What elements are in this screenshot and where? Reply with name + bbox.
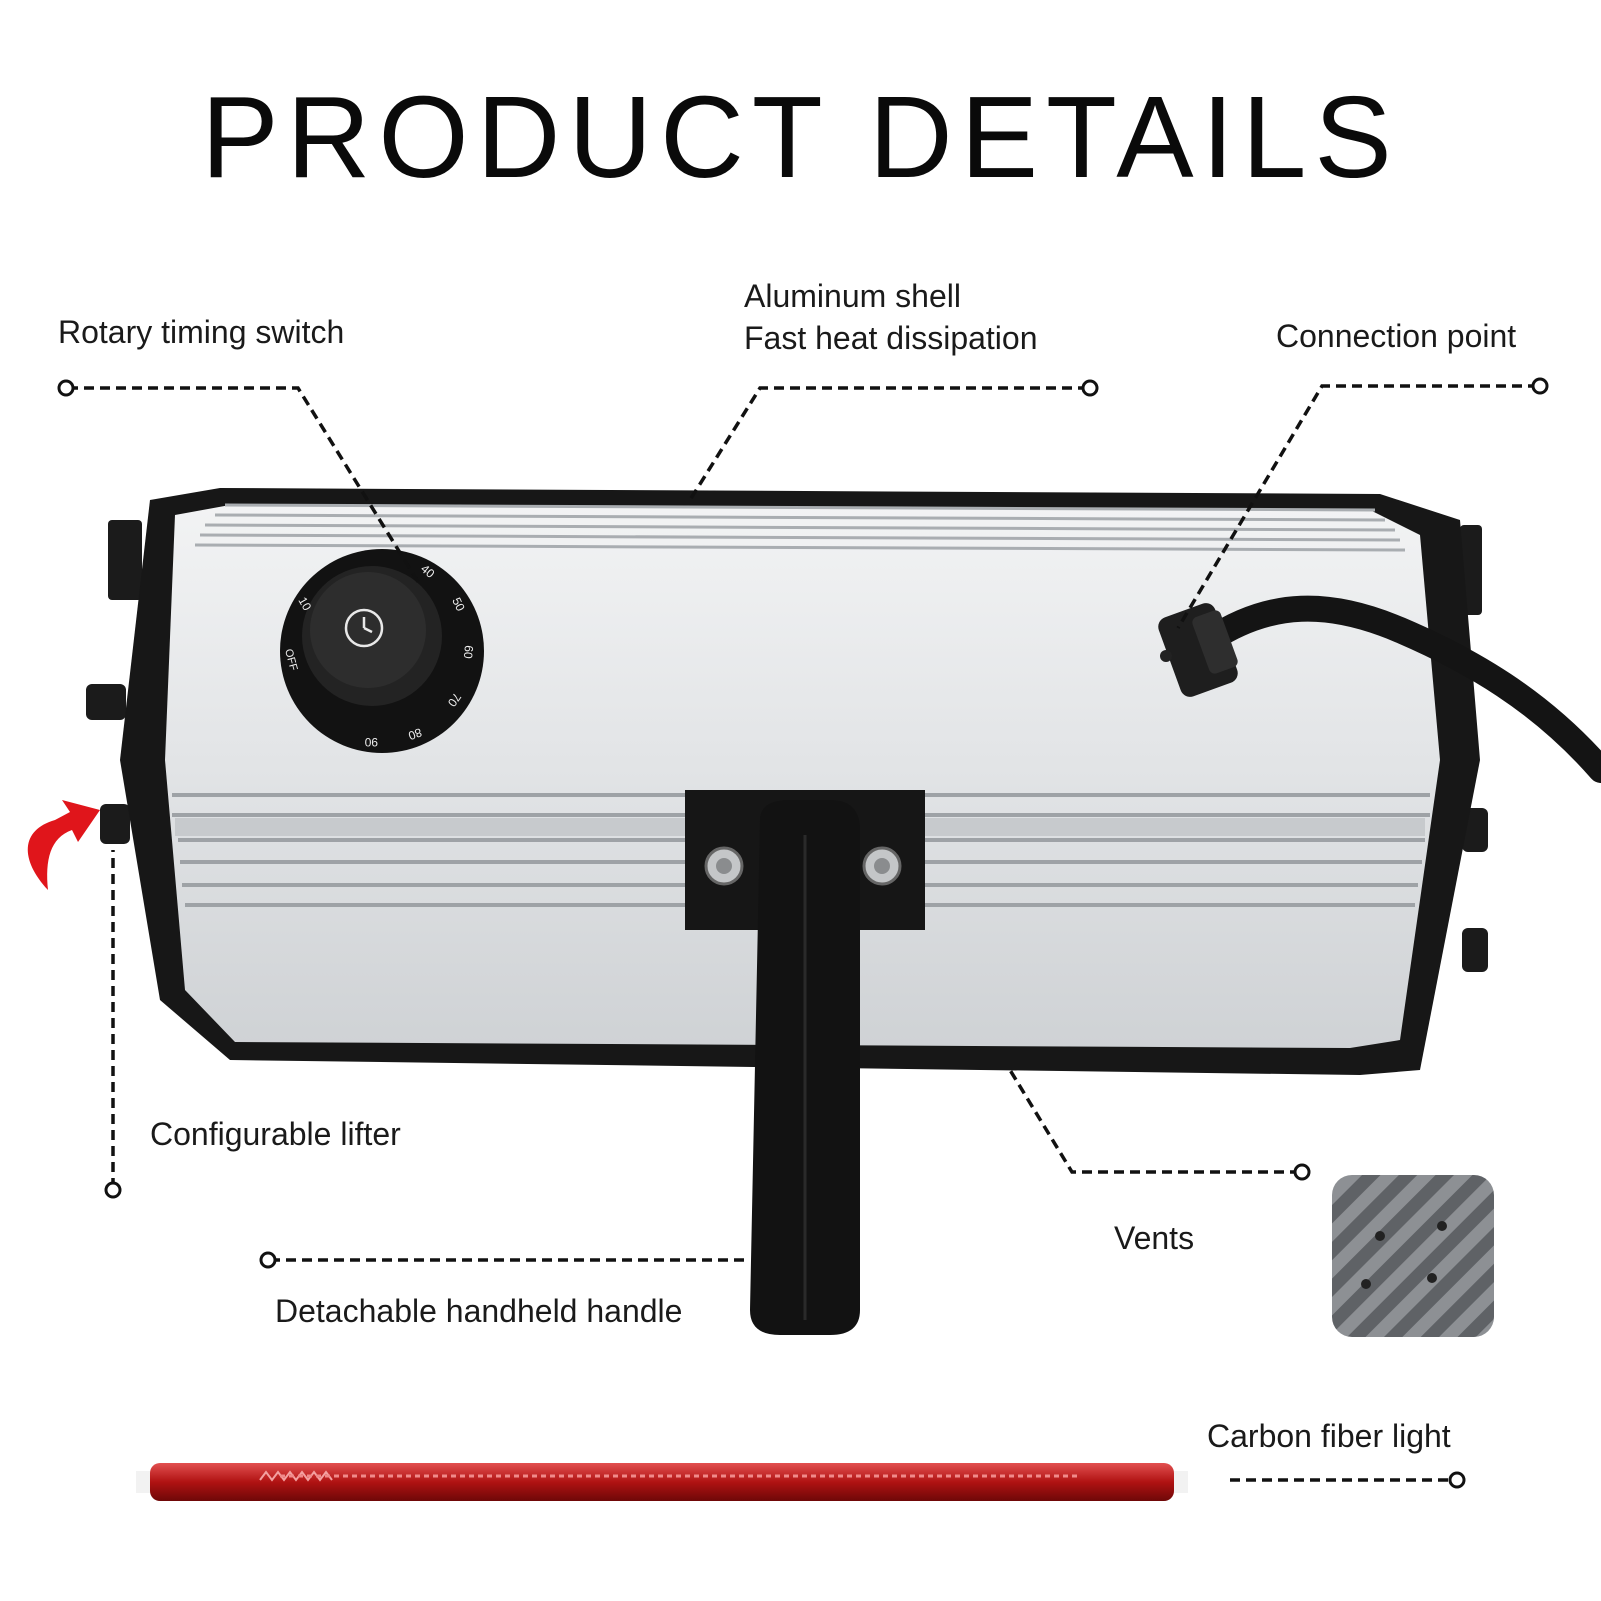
- detachable-handle: [750, 800, 860, 1335]
- label-configurable-lifter: Configurable lifter: [150, 1116, 401, 1152]
- label-fast-heat-dissipation: Fast heat dissipation: [744, 320, 1038, 356]
- leader-lines: [68, 384, 1538, 1482]
- vents-inset: [1332, 1175, 1494, 1337]
- rotary-dial: OFF 10 40 50 60 70 80 90: [280, 549, 484, 753]
- left-side-knobs: [86, 520, 142, 844]
- dial-mark-60: 60: [461, 645, 476, 660]
- label-connection-point: Connection point: [1276, 318, 1517, 354]
- label-aluminum-shell: Aluminum shell: [744, 278, 961, 314]
- label-rotary-timing-switch: Rotary timing switch: [58, 314, 345, 350]
- dial-mark-off: OFF: [282, 648, 299, 673]
- dial-mark-10: 10: [295, 595, 314, 614]
- curved-arrow-icon: [27, 800, 100, 890]
- page-title: PRODUCT DETAILS: [201, 72, 1400, 202]
- leader-endpoints: [57, 377, 1549, 1489]
- dial-mark-80: 80: [406, 725, 424, 743]
- dial-mark-50: 50: [449, 595, 467, 613]
- clock-icon: [344, 608, 384, 648]
- label-detachable-handle: Detachable handheld handle: [275, 1293, 683, 1329]
- label-vents: Vents: [1114, 1220, 1195, 1256]
- label-carbon-fiber-light: Carbon fiber light: [1207, 1418, 1451, 1454]
- carbon-fiber-lamp: [136, 1463, 1188, 1501]
- dial-mark-90: 90: [364, 735, 378, 749]
